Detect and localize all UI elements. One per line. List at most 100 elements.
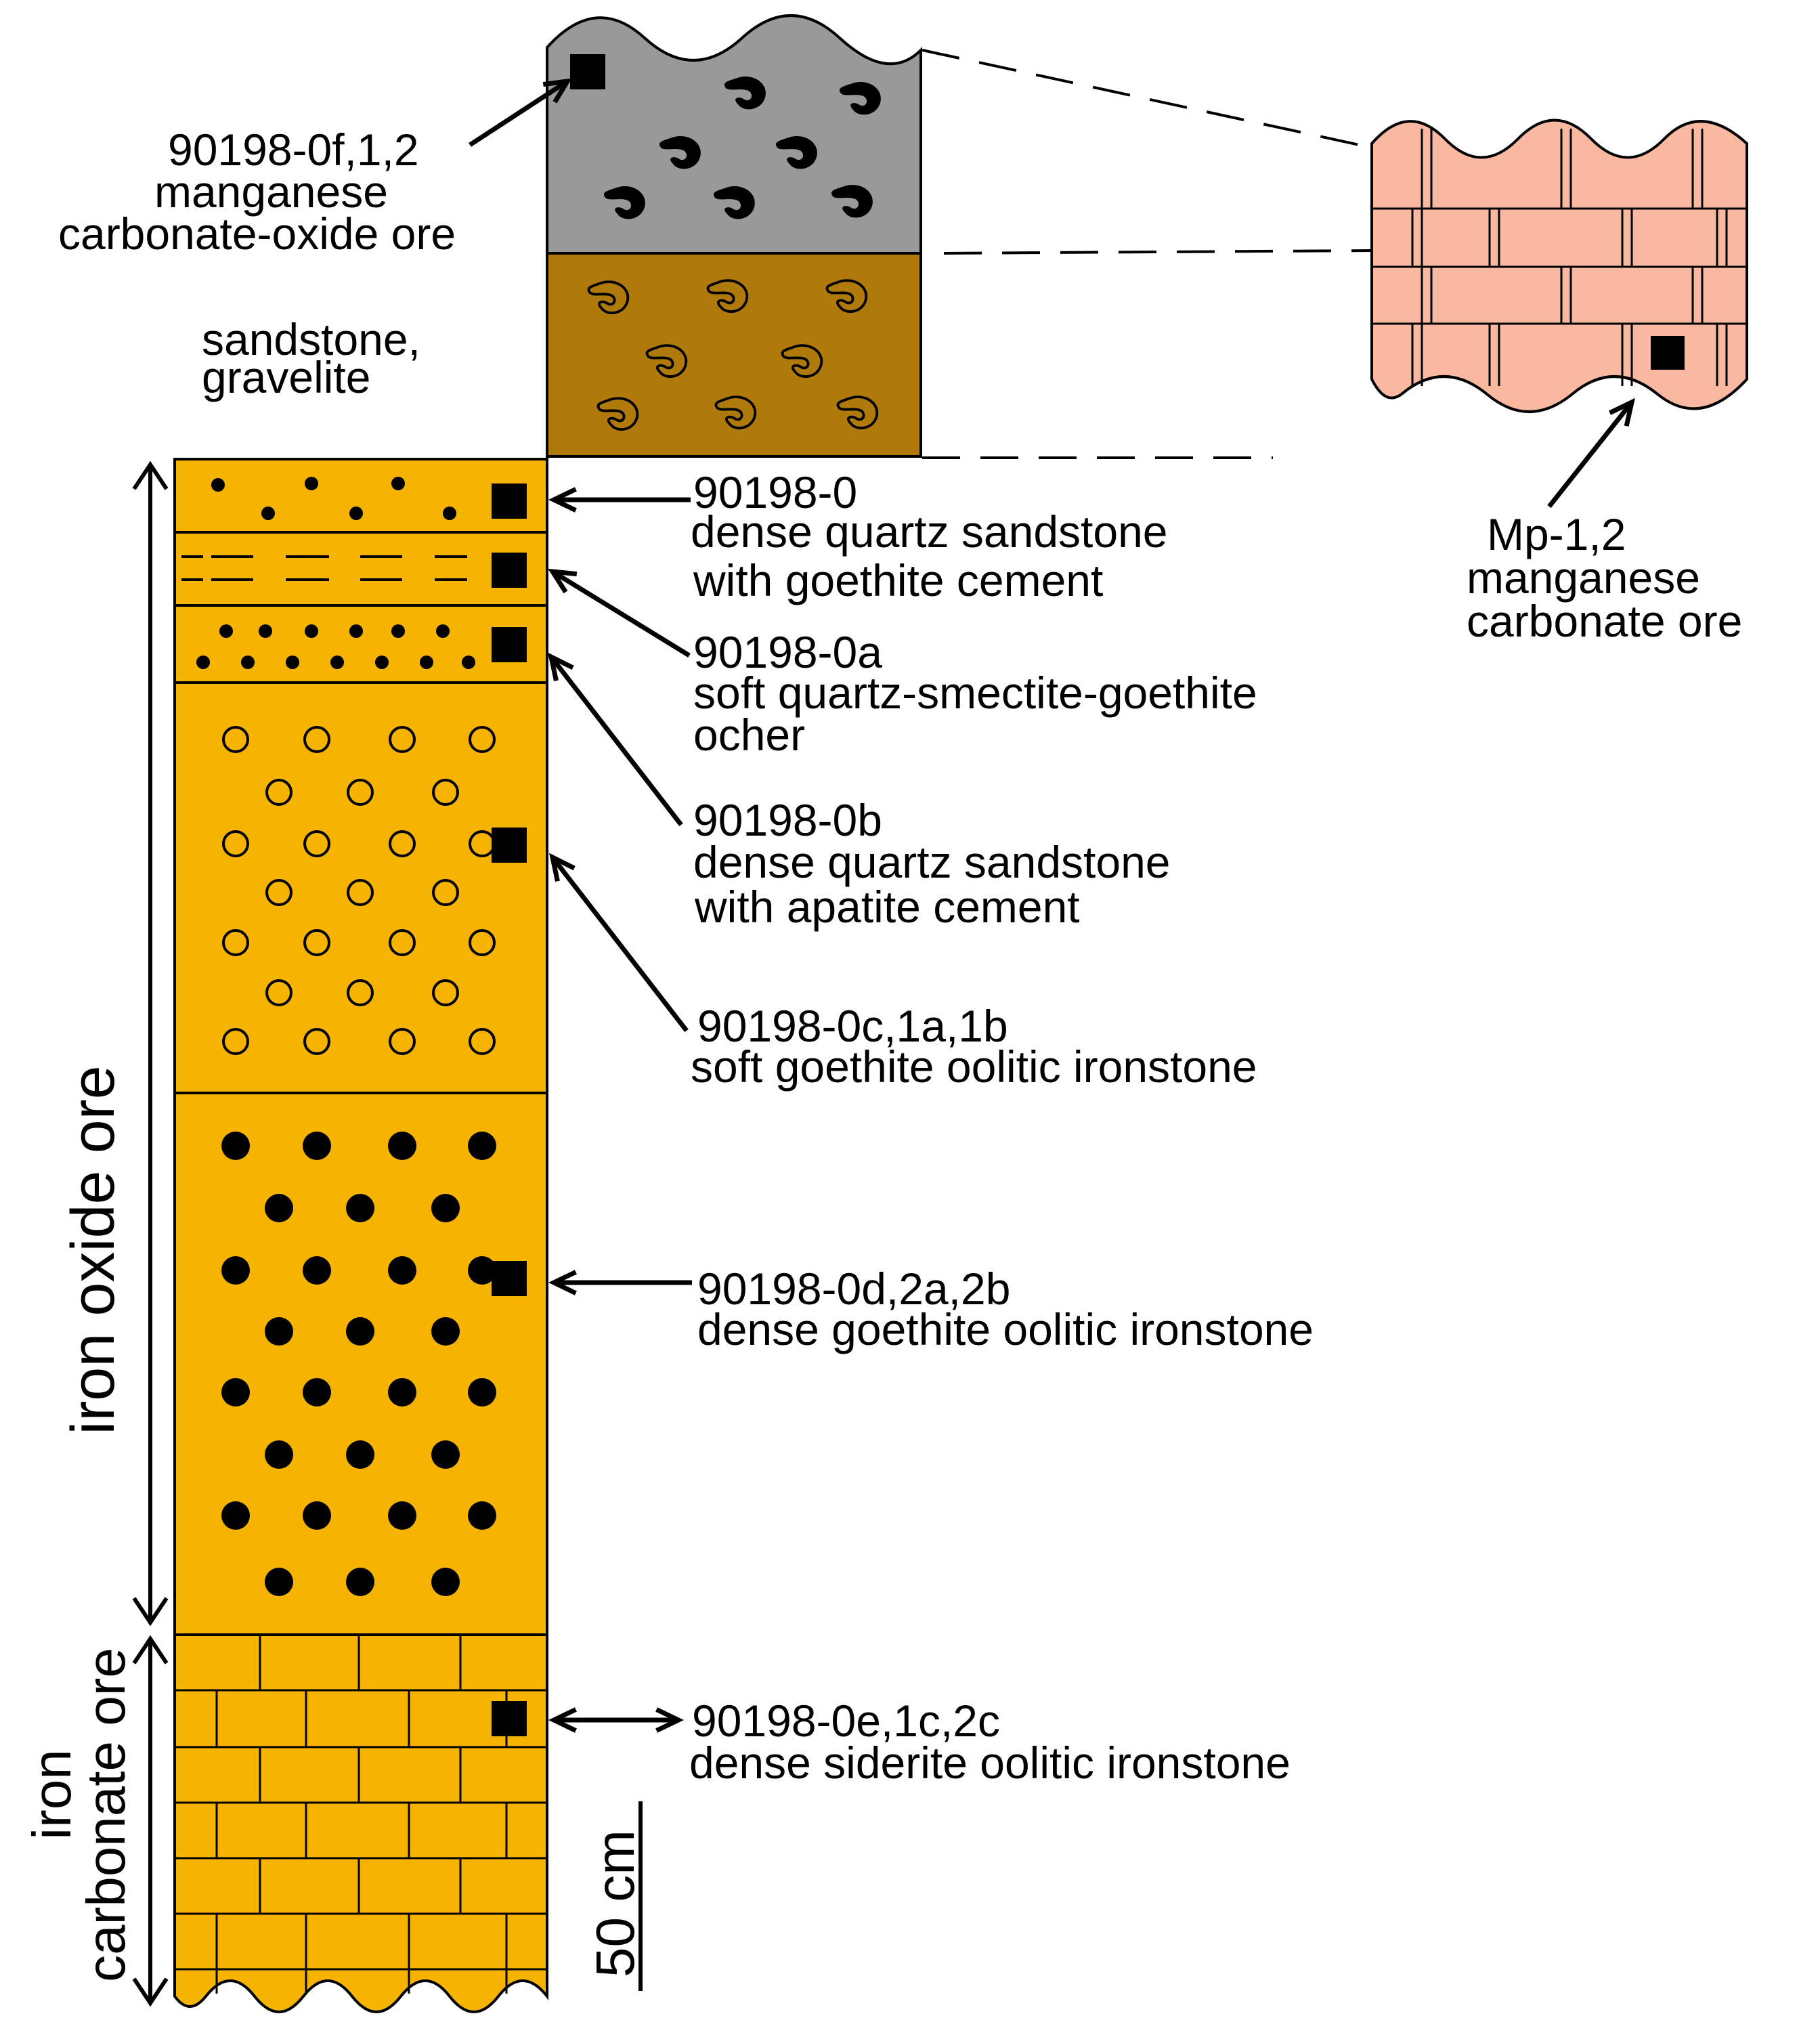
correlation-line-top [922, 49, 1372, 149]
ooid [303, 1132, 331, 1160]
grain [349, 507, 363, 520]
sample-mp-id: Mp-1,2 [1487, 509, 1626, 559]
ooid [265, 779, 292, 806]
arrow-head [548, 487, 577, 513]
ooid [389, 830, 416, 857]
arrow-head [1609, 398, 1635, 427]
soft-goethite-ooids [222, 726, 496, 1055]
sample-marker [492, 627, 527, 662]
sample-0c-id: 90198-0c,1a,1b [697, 1001, 1008, 1051]
ooid [303, 1501, 331, 1530]
sample-0a-desc-2: ocher [693, 710, 805, 760]
sandstone-layer-fill [546, 252, 922, 458]
ooid [265, 1317, 293, 1346]
mn-oxide-sample-desc-2: carbonate-oxide ore [58, 209, 456, 259]
grain [305, 477, 318, 490]
ooid [432, 879, 459, 906]
grain [241, 656, 255, 669]
arrow-shaft [469, 79, 569, 147]
iron-oxide-interval-arrowhead-top [132, 460, 169, 490]
sample-marker [492, 484, 527, 519]
layer-mn-carbonate-oxide-ore [546, 14, 922, 255]
sample-0d-id: 90198-0d,2a,2b [697, 1264, 1010, 1314]
scale-bar-label: 50 cm [585, 1830, 645, 1977]
sandstone-label-2: gravelite [202, 352, 370, 402]
ooid [389, 1028, 416, 1055]
layer-dense-goethite-oolitic [173, 1092, 548, 1636]
arrow-head [548, 568, 578, 594]
ooid [347, 879, 374, 906]
sample-0-id: 90198-0 [693, 467, 857, 517]
ooid [431, 1194, 460, 1222]
sample-markers [492, 54, 605, 1736]
ooid [303, 1256, 331, 1285]
ooid [303, 1378, 331, 1407]
sample-marker [492, 553, 527, 588]
sample-0e-id: 90198-0e,1c,2c [692, 1696, 1000, 1746]
ooid [265, 1194, 293, 1222]
ooid [389, 929, 416, 956]
grain [286, 656, 299, 669]
grain [391, 477, 405, 490]
mn-oxide-sample-id: 90198-0f,1,2 [168, 125, 419, 175]
siderite-brick-pattern [175, 1635, 547, 1994]
sample-marker [492, 828, 527, 863]
sample-0d-desc-1: dense goethite oolitic ironstone [697, 1304, 1314, 1354]
correlation-line-middle [943, 249, 1372, 255]
arrow-shaft [551, 570, 691, 658]
mn-oxide-nodules [603, 76, 881, 219]
sample-arrows [469, 78, 1635, 1733]
clast [706, 279, 749, 314]
arrow-shaft [550, 855, 689, 1033]
sandstone-clasts [587, 279, 879, 431]
clast [645, 344, 688, 379]
iron-ore-column [173, 54, 605, 2013]
sample-0-desc-1: dense quartz sandstone [691, 507, 1168, 557]
mn-carbonate-brick-pattern [1372, 129, 1747, 386]
iron-oxide-interval-arrowhead-bottom [132, 1597, 169, 1627]
clast [781, 344, 823, 379]
sample-0b-desc-2: with apatite cement [694, 882, 1080, 932]
layer-quartz-sandstone-apatite [173, 604, 548, 684]
ooid [222, 929, 249, 956]
sample-marker [492, 1701, 527, 1736]
clast [825, 279, 868, 314]
sample-0a-desc-1: soft quartz-smectite-goethite [693, 668, 1257, 718]
iron-carbonate-interval-arrowhead-bottom [132, 1977, 169, 2007]
sample-0e-desc-1: dense siderite oolitic ironstone [689, 1738, 1291, 1788]
clast [714, 395, 757, 430]
sample-marker [570, 54, 605, 89]
sample-marker-mp [1651, 336, 1685, 370]
ooid [468, 1132, 496, 1160]
ooid [346, 1317, 374, 1346]
ooid [265, 1440, 293, 1469]
ooid [468, 1501, 496, 1530]
grain [219, 624, 233, 638]
nodule [831, 184, 873, 218]
ooid [221, 1501, 250, 1530]
sample-0b-id: 90198-0b [693, 795, 882, 845]
ooid [346, 1440, 374, 1469]
ooid [468, 1378, 496, 1407]
layer-smectite-goethite-ocher [173, 531, 548, 607]
grain [443, 507, 456, 520]
arrow-shaft [1547, 400, 1634, 509]
arrow-shaft [549, 655, 683, 827]
grain [375, 656, 389, 669]
arrow-head [548, 652, 574, 681]
ooid [388, 1132, 416, 1160]
ooid [265, 979, 292, 1006]
arrow-head [655, 1707, 685, 1733]
ooid [346, 1194, 374, 1222]
sample-0a-id: 90198-0a [693, 627, 882, 677]
nodule [724, 76, 766, 110]
ooid [468, 1256, 496, 1285]
ooid [222, 830, 249, 857]
layer-quartz-sandstone-goethite-dots [211, 477, 456, 520]
iron-carbonate-interval-label-line1: iron [22, 1749, 82, 1839]
interval-brackets [132, 460, 169, 2007]
arrow-head [549, 853, 576, 882]
ooid [303, 929, 330, 956]
